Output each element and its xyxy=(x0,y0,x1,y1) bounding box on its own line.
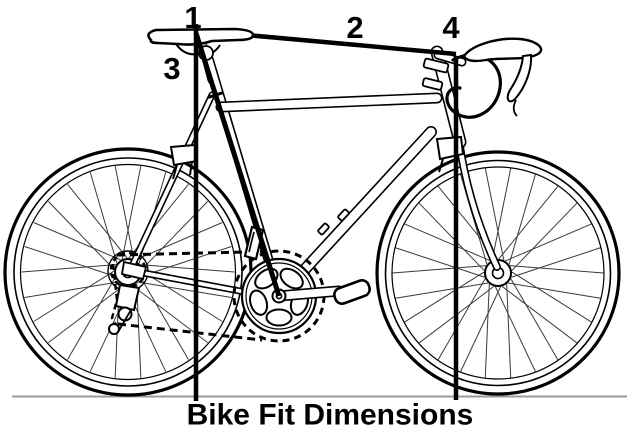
front-tire-inner xyxy=(384,159,612,387)
brake-cable-curl xyxy=(512,99,518,117)
label-2: 2 xyxy=(346,10,363,45)
pedal xyxy=(333,278,371,306)
derailleur-cage xyxy=(117,309,132,333)
rear-brake xyxy=(169,143,199,180)
rear-derailleur-body xyxy=(114,283,141,312)
diagram-caption: Bike Fit Dimensions xyxy=(187,399,474,428)
dimension-line-3-tick xyxy=(207,91,224,99)
handlebar xyxy=(445,37,543,119)
label-4: 4 xyxy=(442,10,460,45)
rear-brake-pad-left xyxy=(172,164,178,180)
measurement-lines xyxy=(193,24,459,401)
front-brake-caliper xyxy=(435,135,465,161)
dimension-labels: 1 2 3 4 xyxy=(163,0,460,86)
crank-arm xyxy=(273,285,345,302)
fork xyxy=(455,136,501,271)
bottle-boss-lower xyxy=(317,222,330,236)
headset-spacer-top xyxy=(422,57,450,74)
saddle-body xyxy=(147,27,255,46)
brake-hood xyxy=(462,37,543,63)
label-3: 3 xyxy=(163,51,180,86)
crankset xyxy=(232,249,371,343)
drivetrain xyxy=(108,225,371,343)
down-tube xyxy=(278,126,437,298)
front-tire-outer xyxy=(375,150,621,396)
rear-brake-caliper xyxy=(169,143,199,167)
rear-brake-pad-right xyxy=(189,160,193,176)
rear-derailleur xyxy=(108,283,141,335)
front-derailleur-plate xyxy=(248,231,255,253)
front-brake-pad-left xyxy=(438,158,444,173)
rear-wheel-spokes xyxy=(21,166,235,378)
rear-tire-inner xyxy=(13,157,243,387)
rear-wheel xyxy=(3,147,253,397)
front-rim xyxy=(391,166,605,380)
dimension-line-2-saddle-to-bar xyxy=(251,33,457,57)
label-1: 1 xyxy=(184,0,201,35)
dimension-line-3-seat-tube xyxy=(193,32,282,297)
brake-lever xyxy=(506,53,533,103)
rear-rim xyxy=(19,163,237,381)
jockey-wheel-lower xyxy=(108,323,120,335)
top-tube xyxy=(215,92,443,113)
chain-bottom-run xyxy=(117,322,263,342)
chain-derailleur-wrap xyxy=(110,263,120,329)
rear-dropout xyxy=(120,260,148,281)
seat-stay xyxy=(128,91,216,270)
headset-spacer-bottom xyxy=(421,77,444,91)
front-wheel-spokes xyxy=(392,168,604,378)
bottle-boss-upper xyxy=(337,208,350,222)
front-wheel xyxy=(375,150,621,396)
